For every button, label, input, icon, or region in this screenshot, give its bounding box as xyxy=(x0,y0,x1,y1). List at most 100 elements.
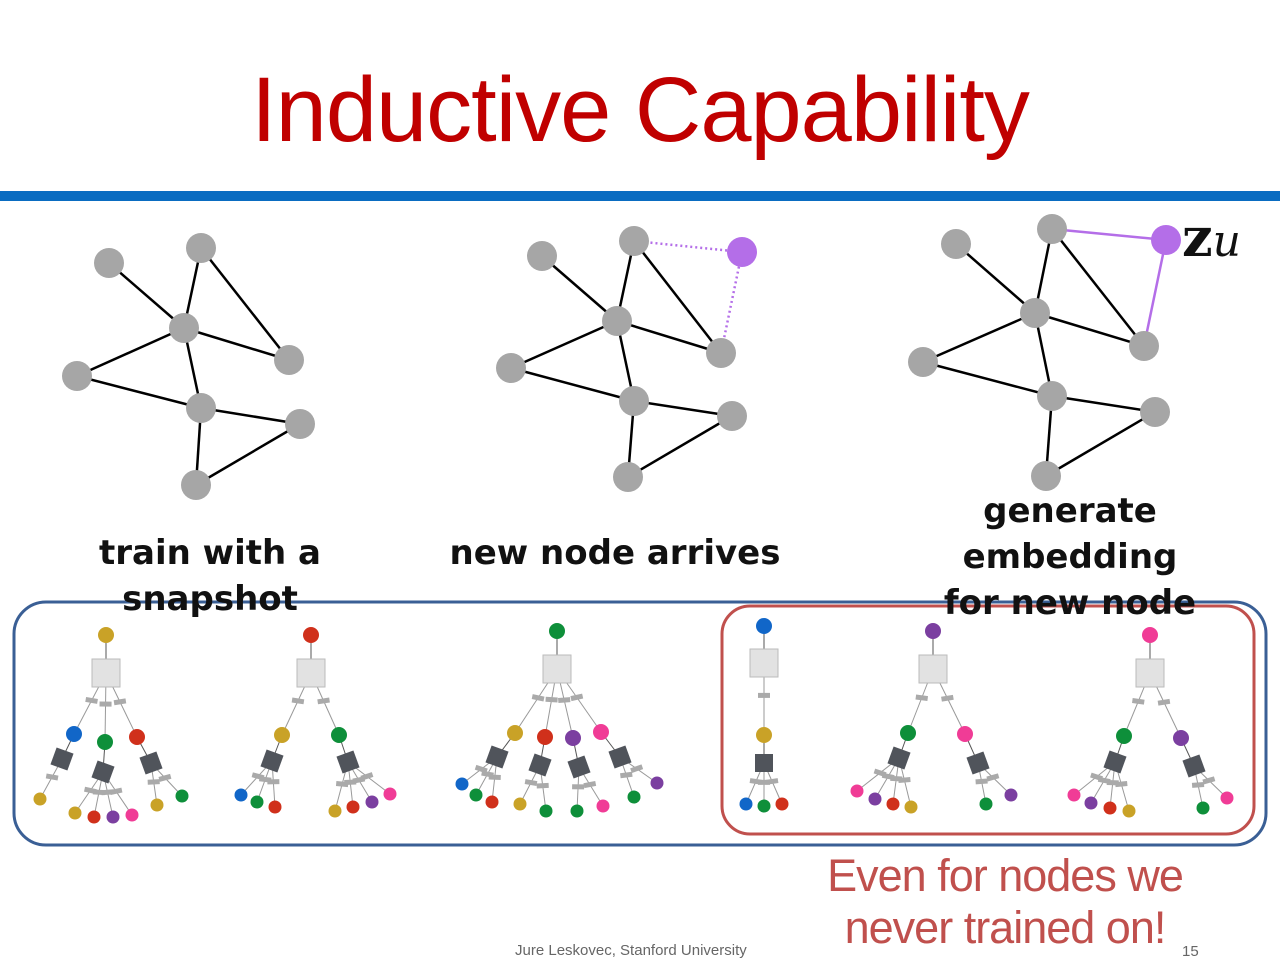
tree-node xyxy=(775,797,789,811)
graph-node xyxy=(186,233,216,263)
tree-node xyxy=(739,797,753,811)
tree-node xyxy=(455,777,469,791)
message-transform xyxy=(1191,781,1205,788)
message-transform xyxy=(99,701,112,707)
graph-node xyxy=(619,226,649,256)
message-transform xyxy=(583,780,597,789)
embedding-label: zu xyxy=(1182,205,1241,269)
tree-node xyxy=(539,804,553,818)
tree-node xyxy=(596,799,610,813)
graph-edge xyxy=(183,326,290,362)
tree-node xyxy=(268,800,282,814)
caption-generate-line2: for new node xyxy=(943,583,1197,623)
slide-title: Inductive Capability xyxy=(251,59,1030,161)
message-transform xyxy=(941,694,954,702)
tree-node xyxy=(886,797,900,811)
graph-node xyxy=(706,338,736,368)
tree-node xyxy=(1142,627,1158,643)
message-transform xyxy=(1157,698,1171,706)
new-node xyxy=(727,237,757,267)
graph-edge xyxy=(195,422,301,487)
tree-node xyxy=(850,784,864,798)
graph-edge xyxy=(1034,311,1145,348)
tree-node xyxy=(627,790,641,804)
graph-edge xyxy=(633,399,733,418)
neural-network-box xyxy=(485,745,509,769)
graph-edge xyxy=(510,366,635,403)
tree-node xyxy=(346,800,360,814)
tree-node xyxy=(1220,791,1234,805)
graph-edge xyxy=(1051,394,1156,414)
message-transform xyxy=(113,698,127,706)
tree-node xyxy=(925,623,941,639)
tree-node xyxy=(234,788,248,802)
aggregator-box xyxy=(91,658,121,688)
message-transform xyxy=(147,779,160,785)
graph-edge xyxy=(633,240,722,354)
neural-network-box xyxy=(528,753,552,777)
neural-network-box xyxy=(1182,754,1206,778)
new-node-edge xyxy=(633,239,743,254)
neural-network-box xyxy=(336,750,360,774)
tree-node xyxy=(150,798,164,812)
graph-node xyxy=(1140,397,1170,427)
tree-node xyxy=(756,618,772,634)
computation-graphs-frame xyxy=(12,600,1268,847)
graph-edge xyxy=(1051,228,1145,347)
note-line2: never trained on! xyxy=(844,902,1167,953)
tree-node xyxy=(1122,804,1136,818)
tree-node xyxy=(757,799,771,813)
page-number: 15 xyxy=(1182,943,1199,960)
tree-node xyxy=(513,797,527,811)
new-node-edge xyxy=(719,251,744,354)
neural-network-box xyxy=(567,755,591,779)
tree-node xyxy=(303,627,319,643)
graph-node xyxy=(613,462,643,492)
caption-generate: generate embedding for new node xyxy=(870,488,1270,626)
neural-network-box xyxy=(91,760,115,784)
message-transform xyxy=(986,773,1000,782)
caption-generate-line1: generate embedding xyxy=(962,491,1178,577)
message-transform xyxy=(524,779,538,787)
graph-edge xyxy=(510,319,618,370)
message-transform xyxy=(1202,776,1216,785)
graph-node xyxy=(619,386,649,416)
neural-network-box xyxy=(887,746,911,770)
tree-node xyxy=(97,734,113,750)
tree-node xyxy=(1116,728,1132,744)
message-transform xyxy=(558,697,571,704)
graph-edge xyxy=(616,319,722,355)
message-transform xyxy=(360,772,374,781)
message-transform xyxy=(758,692,770,698)
message-transform xyxy=(630,764,644,774)
graph-edge xyxy=(1045,410,1156,478)
graph-node xyxy=(941,229,971,259)
message-transform xyxy=(536,782,549,789)
graph-edge xyxy=(200,247,290,361)
tree-node xyxy=(1067,788,1081,802)
graph-node xyxy=(496,353,526,383)
graph-edge xyxy=(200,406,301,426)
embedding-symbol: z xyxy=(1182,205,1213,269)
neural-network-box xyxy=(1103,750,1127,774)
message-transform xyxy=(898,777,911,784)
message-transform xyxy=(158,773,172,782)
graph-node xyxy=(186,393,216,423)
tree-node xyxy=(1196,801,1210,815)
graph-node xyxy=(1037,381,1067,411)
message-transform xyxy=(1115,780,1128,788)
graph-edge xyxy=(922,311,1036,364)
graph-edge xyxy=(627,414,733,479)
tree-node xyxy=(756,727,772,743)
tree-node xyxy=(1173,730,1189,746)
tree-node xyxy=(175,789,189,803)
neural-network-box xyxy=(966,751,990,775)
message-transform xyxy=(915,694,929,702)
message-transform xyxy=(267,779,280,785)
tree-node xyxy=(1004,788,1018,802)
message-transform xyxy=(1132,698,1145,705)
tree-node xyxy=(537,729,553,745)
tree-node xyxy=(565,730,581,746)
